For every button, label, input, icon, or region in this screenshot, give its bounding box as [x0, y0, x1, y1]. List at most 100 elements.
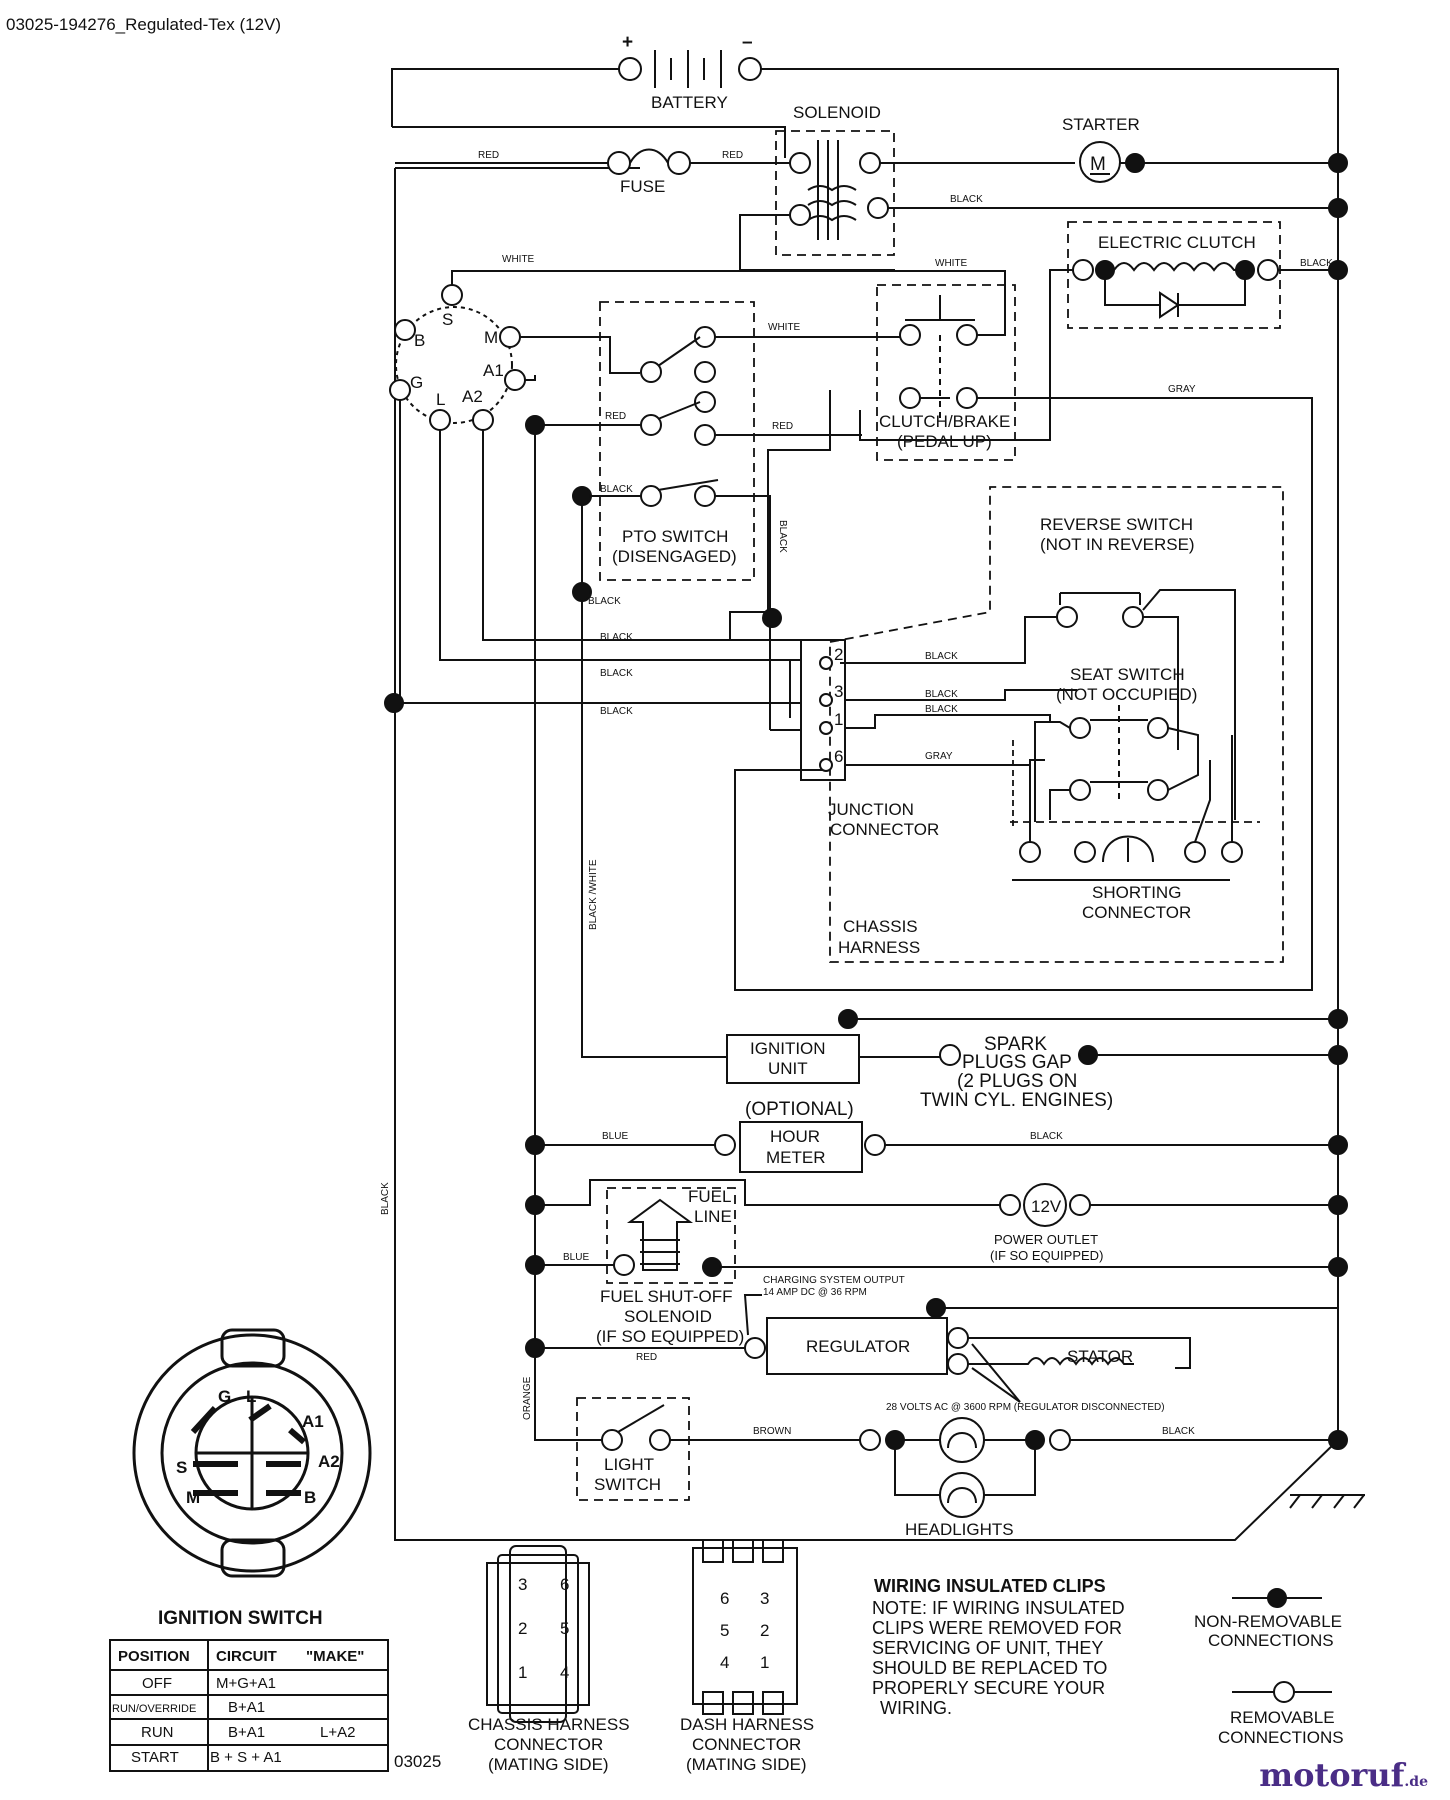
wire-label-black: BLACK — [925, 689, 958, 700]
ign-face-b: B — [304, 1488, 316, 1507]
table-cell: M+G+A1 — [216, 1675, 276, 1692]
legend: NON-REMOVABLE CONNECTIONS REMOVABLE CONN… — [1194, 1588, 1344, 1747]
wire-label-black: BLACK — [600, 706, 633, 717]
table-cell: RUN/OVERRIDE — [112, 1703, 196, 1715]
dash-connector-label-2: CONNECTOR — [692, 1735, 801, 1754]
hour-meter: (OPTIONAL) HOUR METER BLUE BLACK — [525, 1099, 1338, 1173]
ignition-unit: IGNITION UNIT SPARK PLUGS GAP (2 PLUGS O… — [726, 1009, 1338, 1111]
wire-label-black: BLACK — [1162, 1426, 1195, 1437]
watermark-suffix: .de — [1404, 1774, 1428, 1790]
seat-switch: SEAT SWITCH (NOT OCCUPIED) — [1012, 665, 1199, 828]
solenoid-label: SOLENOID — [793, 103, 881, 122]
headlights: HEADLIGHTS BLACK — [859, 1417, 1338, 1539]
wire-label-gray: GRAY — [1168, 384, 1196, 395]
dash-pin: 4 — [720, 1653, 729, 1672]
wiring-note: WIRING INSULATED CLIPS NOTE: IF WIRING I… — [872, 1576, 1125, 1718]
stator-label: STATOR — [1067, 1347, 1133, 1366]
wire-label-black: BLACK — [588, 596, 621, 607]
power-outlet-symbol: 12V — [1031, 1197, 1062, 1216]
frame-wires — [391, 68, 1365, 1541]
wire-label-blue: BLUE — [602, 1131, 628, 1142]
headlights-label: HEADLIGHTS — [905, 1520, 1014, 1539]
charging-note-1: CHARGING SYSTEM OUTPUT — [763, 1275, 905, 1286]
ign-terminal-g: G — [410, 373, 423, 392]
wire-label-red: RED — [722, 150, 743, 161]
ign-terminal-a2: A2 — [462, 387, 483, 406]
wire-label-white: WHITE — [935, 258, 968, 269]
wire-label-black: BLACK — [925, 651, 958, 662]
wire-label-black: BLACK — [1300, 258, 1333, 269]
table-header-make: "MAKE" — [306, 1648, 364, 1665]
seat-switch-label-2: (NOT OCCUPIED) — [1056, 685, 1197, 704]
svg-text:+: + — [622, 32, 633, 53]
regulator-label: REGULATOR — [806, 1337, 910, 1356]
fuel-solenoid: FUEL LINE BLUE FUEL SHUT-OFF SOLENOID (I… — [525, 1187, 1338, 1346]
note-line: PROPERLY SECURE YOUR — [872, 1678, 1105, 1698]
junction-pin-1: 1 — [834, 710, 843, 729]
footer-code: 03025 — [394, 1752, 441, 1771]
reverse-switch: REVERSE SWITCH (NOT IN REVERSE) — [840, 515, 1236, 820]
chassis-harness-connector: 3 6 2 5 1 4 CHASSIS HARNESS CONNECTOR (M… — [468, 1545, 630, 1774]
starter: M STARTER — [1062, 115, 1330, 183]
gray-loop: GRAY — [734, 384, 1313, 991]
ign-face-m: M — [186, 1488, 200, 1507]
pto-switch-label-1: PTO SWITCH — [622, 527, 728, 546]
ign-terminal-s: S — [442, 310, 453, 329]
wire-label-black: BLACK — [380, 1182, 391, 1215]
ignition-switch-schematic: S B M A1 G L A2 WHITE — [389, 254, 1006, 718]
legend-non-removable-2: CONNECTIONS — [1208, 1631, 1334, 1650]
chassis-pin: 2 — [518, 1619, 527, 1638]
dash-pin: 1 — [760, 1653, 769, 1672]
stator-note: 28 VOLTS AC @ 3600 RPM (REGULATOR DISCON… — [886, 1402, 1165, 1413]
power-outlet-label-1: POWER OUTLET — [994, 1232, 1098, 1247]
hour-meter-optional: (OPTIONAL) — [745, 1099, 854, 1120]
dash-pin: 3 — [760, 1589, 769, 1608]
chassis-pin: 4 — [560, 1663, 569, 1682]
ign-terminal-m: M — [484, 328, 498, 347]
legend-removable-2: CONNECTIONS — [1218, 1728, 1344, 1747]
fuel-solenoid-label-3: (IF SO EQUIPPED) — [596, 1327, 744, 1346]
chassis-connector-label-2: CONNECTOR — [494, 1735, 603, 1754]
table-cell: L+A2 — [320, 1724, 355, 1741]
shorting-connector: SHORTING CONNECTOR — [1010, 735, 1260, 922]
table-cell: START — [131, 1749, 179, 1766]
shorting-connector-label-2: CONNECTOR — [1082, 903, 1191, 922]
wire-label-red: RED — [636, 1352, 657, 1363]
wire-label-white: WHITE — [502, 254, 535, 265]
dash-connector-label-3: (MATING SIDE) — [686, 1755, 807, 1774]
wire-label-brown: BROWN — [753, 1426, 791, 1437]
table-cell: OFF — [142, 1675, 172, 1692]
wire-label-white: WHITE — [768, 322, 801, 333]
chassis-pin: 1 — [518, 1663, 527, 1682]
electric-clutch: ELECTRIC CLUTCH BLACK — [859, 221, 1333, 441]
ign-face-s: S — [176, 1458, 187, 1477]
chassis-connector-label-1: CHASSIS HARNESS — [468, 1715, 630, 1734]
wire-label-black: BLACK — [925, 704, 958, 715]
fuel-line-label-2: LINE — [694, 1207, 732, 1226]
note-line: SHOULD BE REPLACED TO — [872, 1658, 1107, 1678]
fuse: FUSE RED RED — [395, 148, 795, 196]
table-cell: B + S + A1 — [210, 1749, 282, 1766]
reverse-switch-label-1: REVERSE SWITCH — [1040, 515, 1193, 534]
chassis-pin: 6 — [560, 1575, 569, 1594]
table-cell: B+A1 — [228, 1724, 265, 1741]
fuel-line-label-1: FUEL — [688, 1187, 731, 1206]
fuel-solenoid-label-1: FUEL SHUT-OFF — [600, 1287, 733, 1306]
wire-label-gray: GRAY — [925, 751, 953, 762]
wire-label-black: BLACK — [1030, 1131, 1063, 1142]
battery: + – BATTERY — [618, 32, 762, 112]
wire-label-orange: ORANGE — [522, 1376, 533, 1420]
regulator: CHARGING SYSTEM OUTPUT 14 AMP DC @ 36 RP… — [525, 1275, 1338, 1413]
fuel-solenoid-label-2: SOLENOID — [624, 1307, 712, 1326]
ign-terminal-l: L — [436, 390, 445, 409]
junction-connector: 2 3 1 6 JUNCTION CONNECTOR BLACK BLACK B… — [384, 596, 1077, 839]
dash-pin: 5 — [720, 1621, 729, 1640]
wire-label-black-white: BLACK /WHITE — [588, 859, 599, 930]
table-header-circuit: CIRCUIT — [216, 1648, 277, 1665]
ignition-unit-label-1: IGNITION — [750, 1039, 826, 1058]
ign-face-a2: A2 — [318, 1452, 340, 1471]
seat-switch-label-1: SEAT SWITCH — [1070, 665, 1185, 684]
ign-terminal-b: B — [414, 331, 425, 350]
dash-pin: 2 — [760, 1621, 769, 1640]
wire-label-red: RED — [478, 150, 499, 161]
